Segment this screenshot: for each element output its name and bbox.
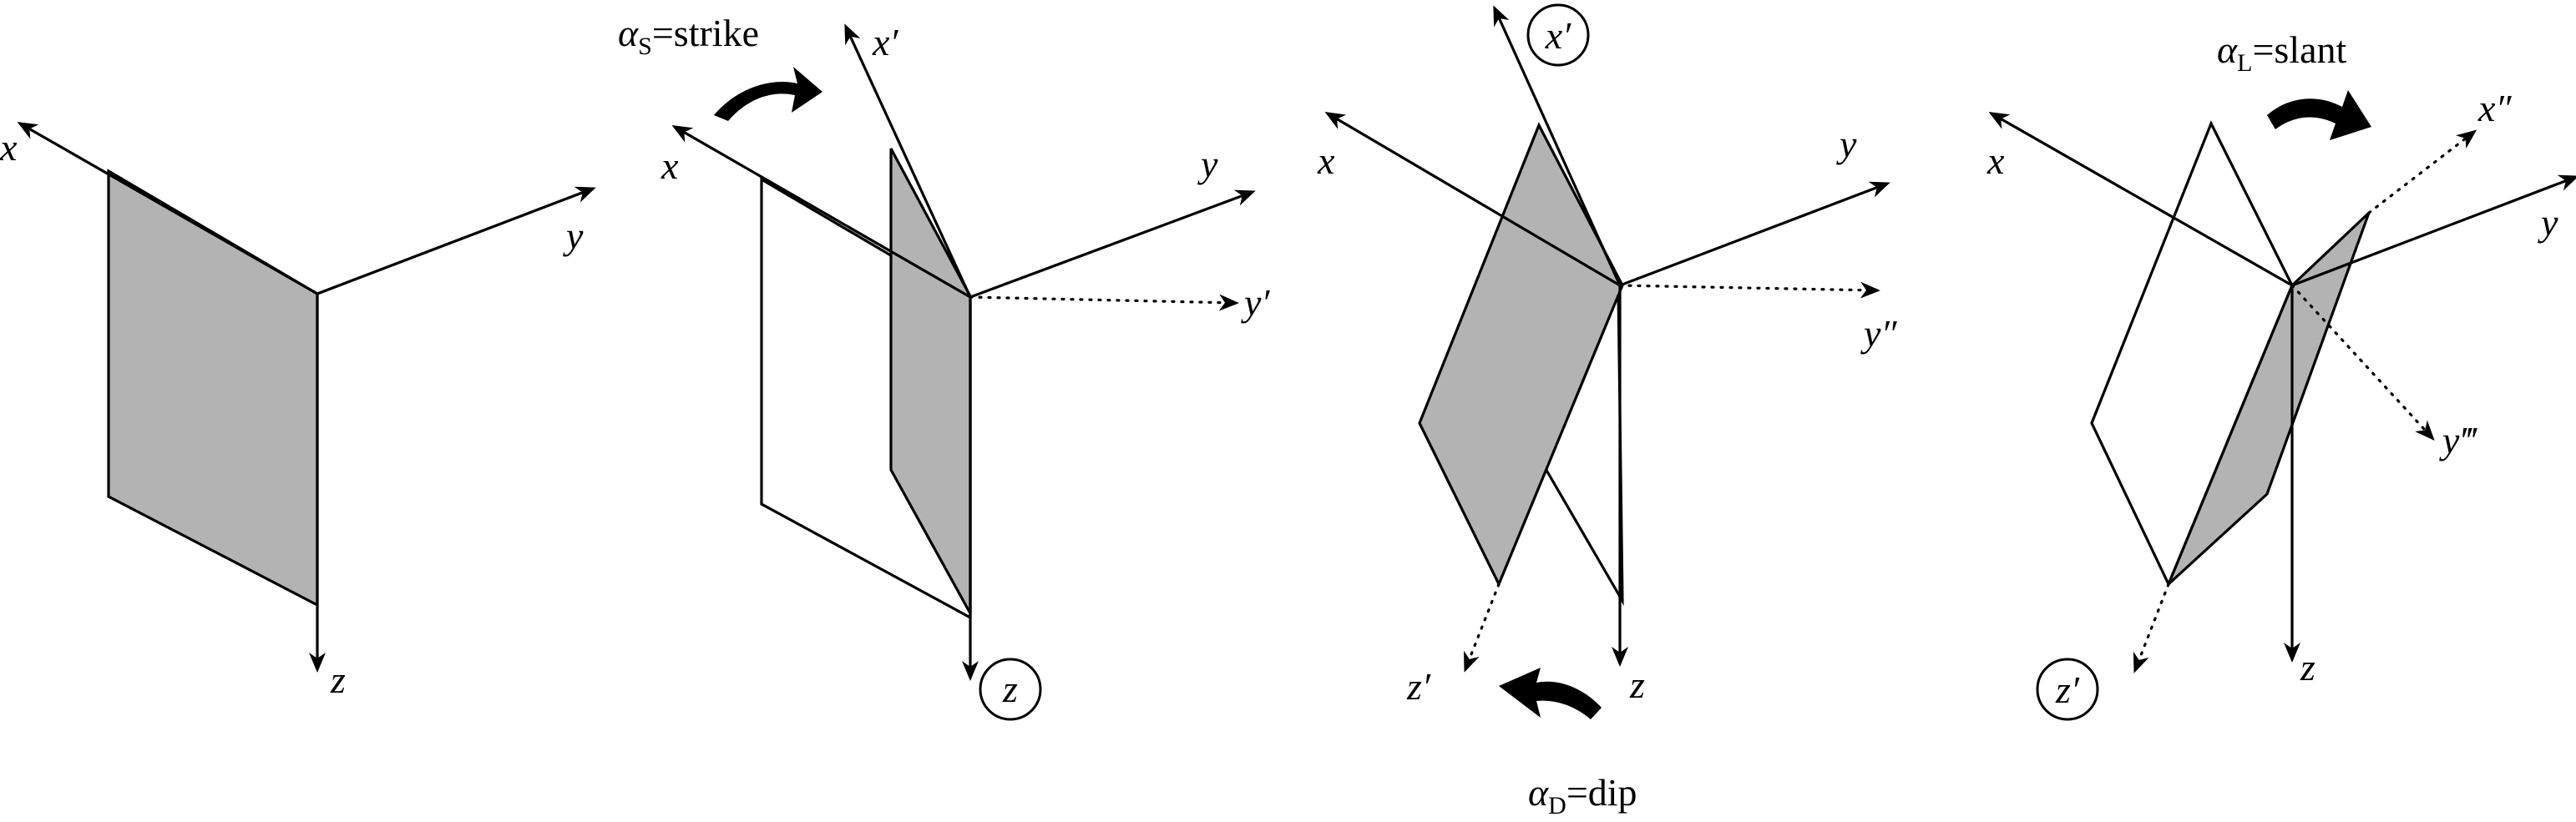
circled-x-prime-marker [1526, 3, 1590, 67]
z-axis-label: z [1629, 663, 1645, 706]
dip-label: αD=dip [1528, 771, 1637, 819]
z-axis-label: z [1002, 668, 1018, 710]
strike-label: αS=strike [618, 12, 759, 60]
y-triple-prime-axis-label: y‴ [2439, 419, 2477, 461]
rotated-plane [2167, 211, 2371, 586]
z-axis-label: z [2300, 646, 2315, 688]
y-axis-label: y [2538, 201, 2558, 244]
y-axis [2291, 174, 2576, 287]
z-prime-axis-label: z′ [2055, 668, 2080, 711]
x-prime-axis-label: x′ [1545, 14, 1571, 57]
y-prime-axis [969, 294, 1239, 311]
x-prime-axis [844, 23, 972, 298]
circled-z-prime-marker [2036, 658, 2099, 721]
y-axis [1619, 181, 1890, 287]
strike-rotation-arrow [714, 67, 822, 121]
panel-1: x y z [0, 122, 596, 701]
rotated-plane [889, 148, 972, 614]
x-axis [1324, 111, 1621, 287]
dip-rotation-arrow [1499, 668, 1602, 719]
circled-z-marker [979, 658, 1042, 721]
x-double-prime-axis-label: x″ [2477, 87, 2512, 129]
x-double-prime-axis [2367, 129, 2477, 214]
panel-3: x x′ y y″ z z′ αD=dip [1317, 3, 1897, 819]
panel-4: x x″ y y‴ z z′ αL=slant [1986, 28, 2576, 721]
y-triple-prime-axis [2290, 284, 2435, 441]
x-axis [17, 122, 318, 295]
x-axis-label: x [660, 144, 679, 187]
rotated-plane [1418, 122, 1624, 588]
fault-plane [107, 169, 319, 608]
panel-2: x x′ y y′ z αS=strike [618, 12, 1270, 721]
y-axis-label: y [1836, 123, 1857, 165]
z-axis-label: z [330, 658, 346, 701]
x-prime-axis-label: x′ [872, 21, 898, 63]
x-axis [671, 125, 971, 299]
y-axis-label: y [563, 214, 584, 257]
y-double-prime-axis-label: y″ [1860, 312, 1897, 355]
slant-rotation-arrow [2267, 90, 2371, 140]
z-prime-axis-label: z′ [1406, 665, 1431, 708]
x-axis-label: x [0, 126, 18, 169]
y-axis-label: y [1197, 143, 1218, 185]
original-plane-outline [2090, 120, 2294, 588]
x-prime-axis [1493, 5, 1622, 286]
y-prime-axis-label: y′ [1241, 281, 1270, 324]
z-prime-axis [2133, 582, 2170, 673]
x-axis [1988, 112, 2293, 287]
y-axis [969, 189, 1256, 299]
y-axis [316, 186, 596, 295]
y-double-prime-axis [1618, 281, 1880, 299]
slant-label: αL=slant [2217, 28, 2347, 77]
z-prime-axis [1463, 582, 1501, 673]
x-axis-label: x [1986, 139, 2005, 182]
x-axis-label: x [1317, 139, 1335, 182]
